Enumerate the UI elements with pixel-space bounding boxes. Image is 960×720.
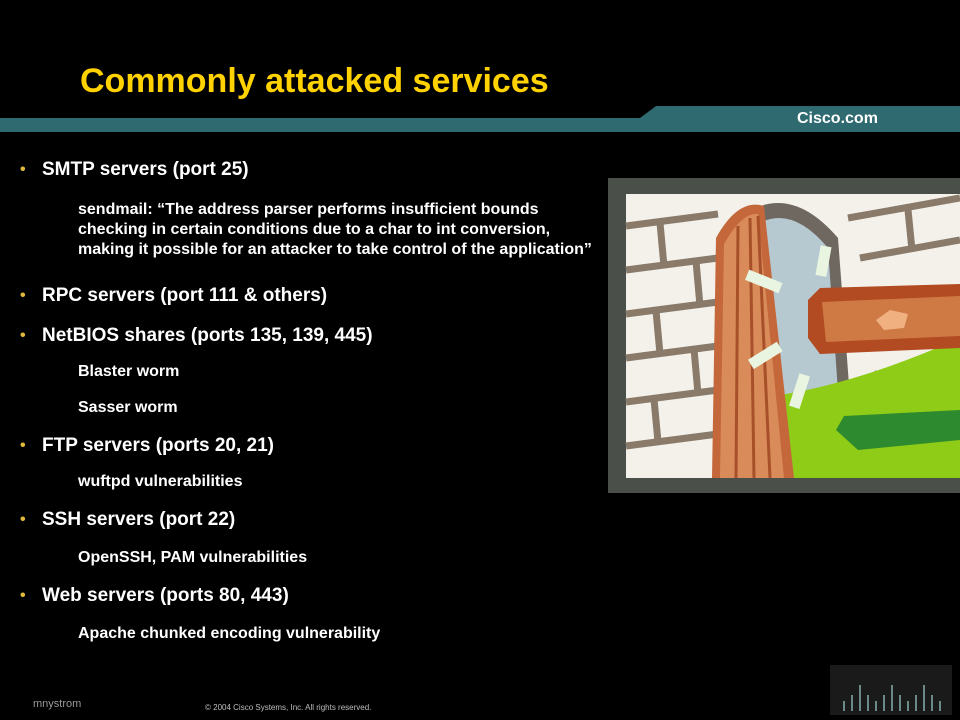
bullet-text: FTP servers (ports 20, 21) — [42, 435, 274, 456]
bullet-text: Web servers (ports 80, 443) — [42, 585, 289, 606]
sub-bullet-text: Blaster worm — [78, 363, 180, 380]
sub-bullet-text: Apache chunked encoding vulnerability — [78, 625, 381, 642]
footer-copyright: © 2004 Cisco Systems, Inc. All rights re… — [205, 703, 372, 712]
sub-bullet-text: OpenSSH, PAM vulnerabilities — [78, 549, 308, 566]
header-band — [0, 106, 960, 132]
sub-bullet-text: wuftpd vulnerabilities — [78, 473, 243, 490]
bullet-dot-icon: • — [20, 161, 26, 178]
slide-title: Commonly attacked services — [80, 62, 549, 100]
bullet-text: NetBIOS shares (ports 135, 139, 445) — [42, 325, 373, 346]
bullet-item: • Web servers (ports 80, 443) — [20, 584, 600, 608]
bullet-item: • SSH servers (port 22) — [20, 508, 600, 532]
bullet-dot-icon: • — [20, 437, 26, 454]
bullet-text: SMTP servers (port 25) — [42, 159, 249, 180]
cisco-bridge-logo-icon — [830, 665, 952, 715]
broken-door-wall-icon — [608, 178, 960, 493]
sub-bullet-text: Sasser worm — [78, 399, 178, 416]
bullet-item: • FTP servers (ports 20, 21) — [20, 434, 600, 458]
bullet-item: • SMTP servers (port 25) — [20, 158, 600, 182]
brand-label: Cisco.com — [797, 110, 878, 127]
bullet-dot-icon: • — [20, 327, 26, 344]
bullet-text: SSH servers (port 22) — [42, 509, 236, 530]
bullet-dot-icon: • — [20, 511, 26, 528]
footer-author: mnystrom — [33, 698, 82, 710]
bullet-text: RPC servers (port 111 & others) — [42, 285, 328, 306]
bullet-item: • NetBIOS shares (ports 135, 139, 445) — [20, 324, 600, 348]
sub-bullet-text: sendmail: “The address parser performs i… — [78, 201, 592, 258]
bullet-item: • RPC servers (port 111 & others) — [20, 284, 600, 308]
bullet-dot-icon: • — [20, 587, 26, 604]
bullet-list: • SMTP servers (port 25) sendmail: “The … — [20, 158, 600, 644]
bullet-dot-icon: • — [20, 287, 26, 304]
